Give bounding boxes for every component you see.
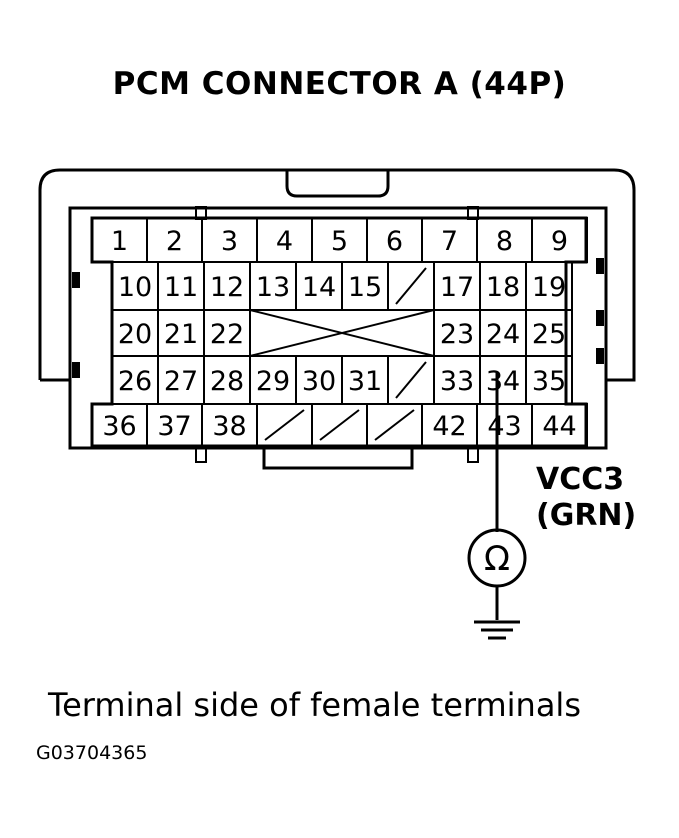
terminal-number: 20 bbox=[118, 319, 152, 350]
diagram-caption: Terminal side of female terminals bbox=[48, 686, 581, 724]
connector-shell bbox=[38, 168, 636, 382]
ohm-symbol: Ω bbox=[484, 539, 510, 579]
terminal-number: 17 bbox=[440, 272, 474, 303]
terminal-number: 31 bbox=[348, 366, 382, 397]
terminal-number: 12 bbox=[210, 272, 244, 303]
wire-color-label: (GRN) bbox=[536, 498, 637, 533]
terminal-number: 21 bbox=[164, 319, 198, 350]
terminal-number: 19 bbox=[532, 272, 566, 303]
terminal-number: 9 bbox=[551, 226, 568, 257]
terminal-number: 29 bbox=[256, 366, 290, 397]
terminal-number: 6 bbox=[386, 226, 403, 257]
terminal-number: 2 bbox=[166, 226, 183, 257]
empty-terminal-slash bbox=[319, 409, 360, 441]
wire-signal-label: VCC3 bbox=[536, 462, 625, 497]
terminal-number: 36 bbox=[102, 411, 136, 442]
terminal-number: 23 bbox=[440, 319, 474, 350]
terminal-number: 30 bbox=[302, 366, 336, 397]
terminal-number: 24 bbox=[486, 319, 520, 350]
connector-housing bbox=[68, 206, 608, 450]
blank-cross-line bbox=[249, 309, 435, 357]
terminal-number: 34 bbox=[486, 366, 520, 397]
connector-latch bbox=[285, 170, 390, 198]
terminal-number: 43 bbox=[487, 411, 521, 442]
terminal-number: 7 bbox=[441, 226, 458, 257]
terminal-cell bbox=[531, 403, 588, 447]
terminal-number: 4 bbox=[276, 226, 293, 257]
terminal-number: 10 bbox=[118, 272, 152, 303]
terminal-number: 13 bbox=[256, 272, 290, 303]
terminal-number: 42 bbox=[432, 411, 466, 442]
terminal-number: 27 bbox=[164, 366, 198, 397]
terminal-number: 1 bbox=[111, 226, 128, 257]
figure-id: G03704365 bbox=[36, 742, 148, 764]
empty-terminal-slash bbox=[395, 267, 427, 305]
terminal-number: 11 bbox=[164, 272, 198, 303]
terminal-number: 18 bbox=[486, 272, 520, 303]
terminal-number: 38 bbox=[212, 411, 246, 442]
terminal-number: 25 bbox=[532, 319, 566, 350]
terminal-number: 35 bbox=[532, 366, 566, 397]
connector-key bbox=[262, 448, 414, 470]
terminal-number: 3 bbox=[221, 226, 238, 257]
terminal-number: 15 bbox=[348, 272, 382, 303]
terminal-number: 14 bbox=[302, 272, 336, 303]
terminal-number: 28 bbox=[210, 366, 244, 397]
diagram-title: PCM CONNECTOR A (44P) bbox=[112, 66, 567, 102]
terminal-number: 26 bbox=[118, 366, 152, 397]
empty-terminal-slash bbox=[374, 409, 415, 441]
terminal-number: 8 bbox=[496, 226, 513, 257]
terminal-number: 22 bbox=[210, 319, 244, 350]
terminal-number: 44 bbox=[542, 411, 576, 442]
terminal-number: 37 bbox=[157, 411, 191, 442]
empty-terminal-slash bbox=[395, 361, 427, 399]
terminal-number: 5 bbox=[331, 226, 348, 257]
empty-terminal-slash bbox=[264, 409, 305, 441]
terminal-number: 33 bbox=[440, 366, 474, 397]
